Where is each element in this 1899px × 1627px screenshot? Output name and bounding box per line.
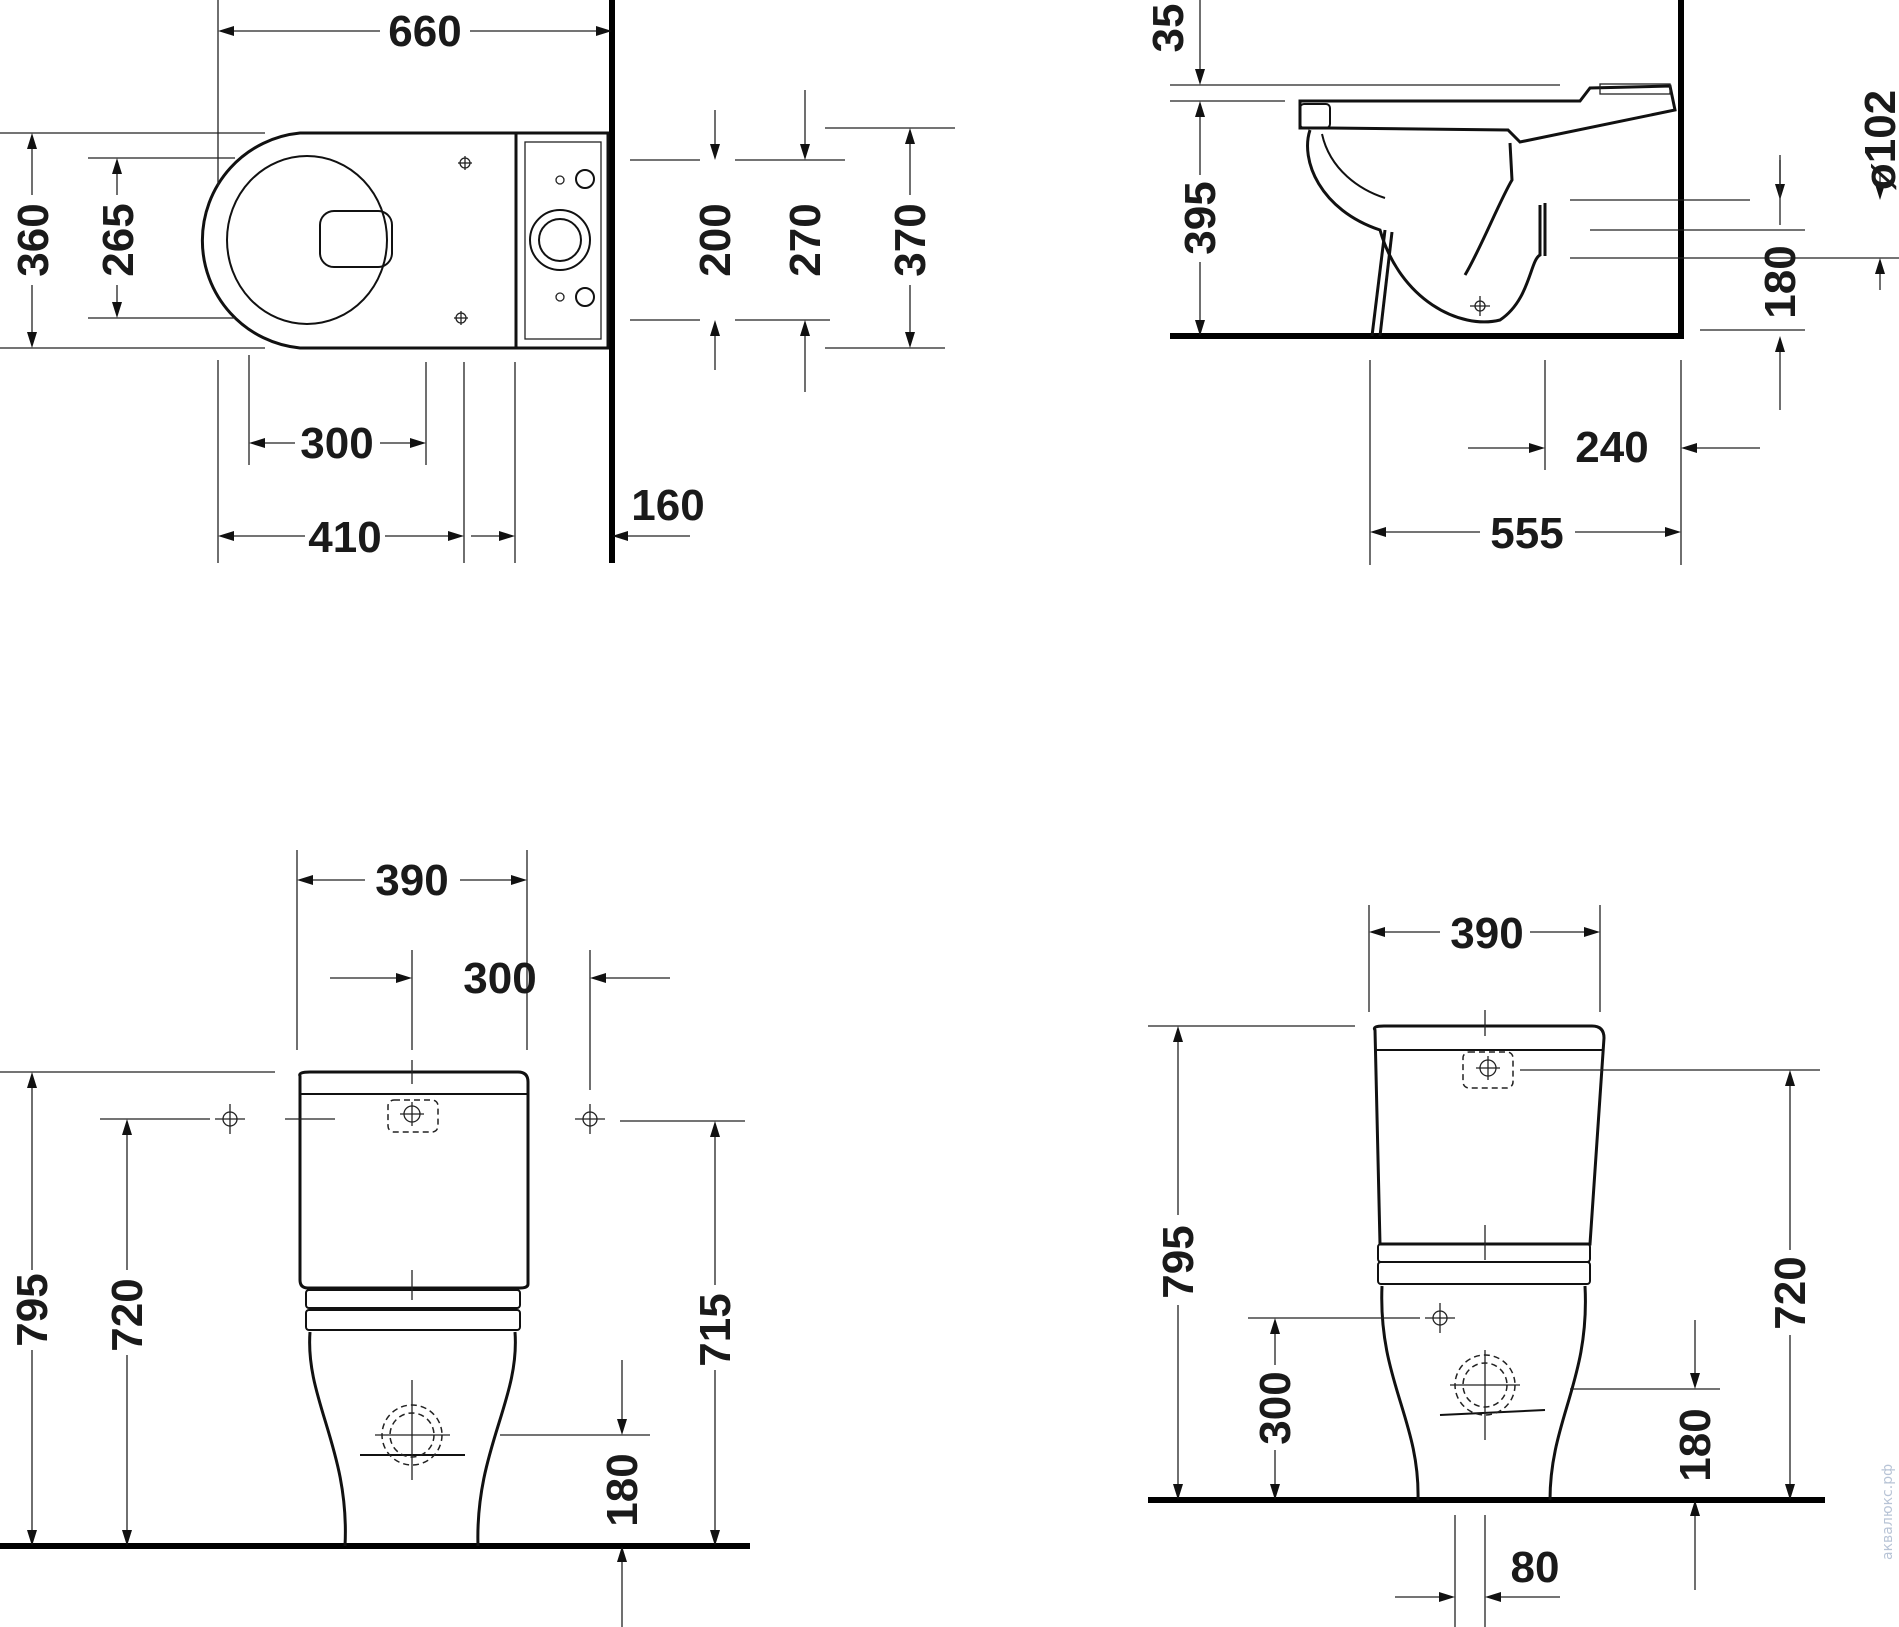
dim-180-front: 180	[598, 1453, 647, 1526]
dim-200: 200	[691, 203, 740, 276]
dim-555: 555	[1490, 509, 1563, 558]
front-view-2: 390 795 720 300 180	[1148, 905, 1825, 1627]
dim-180-front-2: 180	[1671, 1408, 1720, 1481]
top-view: 660 360 265 300 410	[0, 0, 955, 563]
front-view: 390 300 795 720 715	[0, 850, 750, 1627]
dim-715: 715	[691, 1293, 740, 1366]
dim-300-front: 300	[463, 954, 536, 1003]
dim-360: 360	[9, 203, 58, 276]
dim-180-side: 180	[1756, 245, 1805, 318]
dim-o102: ø102	[1856, 90, 1899, 190]
dim-370: 370	[886, 203, 935, 276]
dim-395: 395	[1176, 181, 1225, 254]
watermark: аквалюкс.рф	[1880, 1464, 1896, 1560]
dim-240: 240	[1575, 423, 1648, 472]
dim-160: 160	[631, 481, 704, 530]
dim-35: 35	[1144, 4, 1193, 53]
dim-795-front-2: 795	[1154, 1225, 1203, 1298]
side-view: 35 395 ø102 180 240	[1144, 0, 1899, 565]
dim-390-front-2: 390	[1450, 909, 1523, 958]
dim-300-top: 300	[300, 419, 373, 468]
dim-795-front: 795	[8, 1273, 57, 1346]
dim-80: 80	[1511, 1543, 1560, 1592]
dim-720-front: 720	[103, 1278, 152, 1351]
dim-270: 270	[781, 203, 830, 276]
dim-660: 660	[388, 7, 461, 56]
dim-390-front: 390	[375, 856, 448, 905]
dim-265: 265	[94, 203, 143, 276]
dim-300-front-2: 300	[1251, 1371, 1300, 1444]
dim-410: 410	[308, 513, 381, 562]
dim-720-front-2: 720	[1766, 1256, 1815, 1329]
